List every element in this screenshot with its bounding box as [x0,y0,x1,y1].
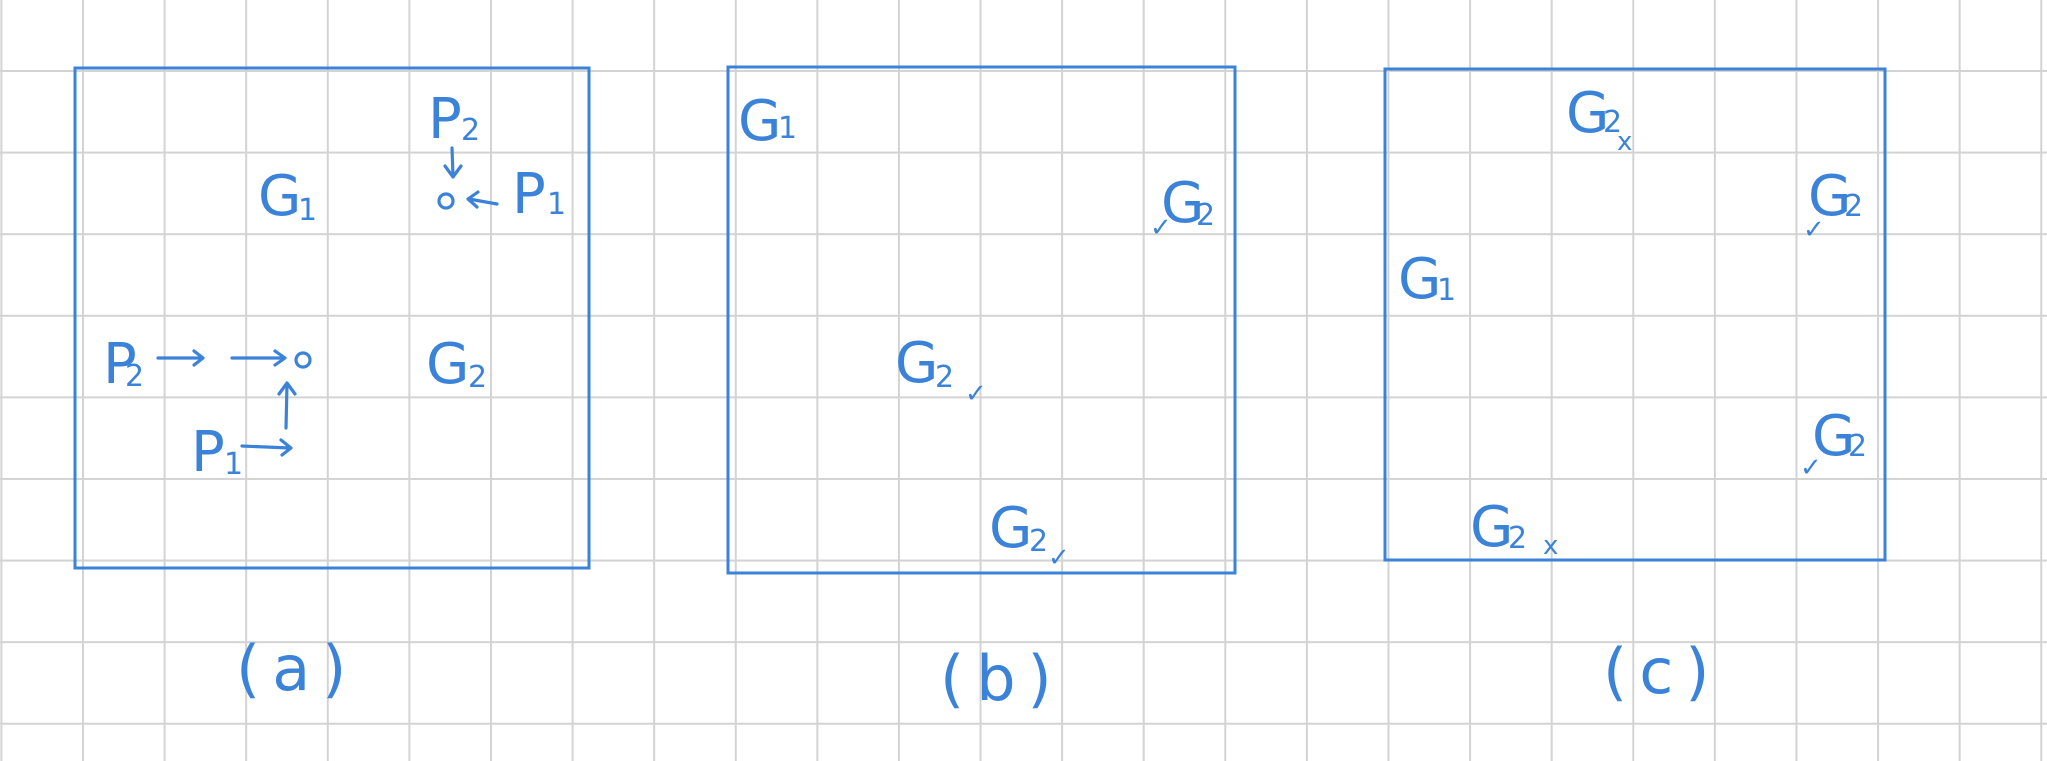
panel-a-p1-right-arrow [466,190,499,209]
panel-a-up-arrow [277,381,297,430]
panel-a-p2-left-label: P [103,332,137,397]
panel-a-g1-subscript: 1 [298,193,317,228]
panel-a-caption: (a) [236,632,358,705]
panel-c-g2-right-top-check: ✓ [1803,215,1825,245]
panel-b-g1-label: G [738,89,781,154]
panel-a-p2-left-arrow-2 [230,349,287,367]
panel-a-top-point [437,192,455,210]
panel-c-g1-subscript: 1 [1437,273,1456,308]
panel-b-g2-bottom-check: ✓ [1048,543,1070,573]
panel-a-p2-left-arrow-1 [156,349,205,367]
panel-a-left-point [294,351,312,369]
panel-c-g2-bottom-label: G [1470,495,1513,560]
panel-a-p2-top-arrow [443,146,463,179]
panel-b-g2-right-label: G [1161,171,1204,236]
panel-c-g2-right-top-subscript: 2 [1844,189,1863,224]
panel-b-frame [726,65,1237,575]
panel-c-g2-right-bottom-subscript: 2 [1848,429,1867,464]
panel-c-g2-top-subscript: 2 [1603,105,1622,140]
panel-a: G 1 P 2 P 1 P 2 P 1 G 2 (a) [73,66,591,705]
panel-b-g2-center-subscript: 2 [935,360,954,395]
panel-c-g2-top-label: G [1566,81,1609,146]
panel-c-frame [1383,67,1887,562]
panel-b-g2-bottom-subscript: 2 [1029,524,1048,559]
panel-b: G 1 G 2 ✓ G 2 ✓ G 2 ✓ (b) [726,65,1237,715]
panel-b-caption: (b) [940,642,1064,715]
panel-b-g2-right-check: ✓ [1150,213,1172,243]
panel-c-g1-label: G [1398,247,1441,312]
panel-a-g2-subscript: 2 [468,360,487,395]
panel-b-g2-center-label: G [895,331,938,396]
panel-b-g2-center-check: ✓ [965,379,987,409]
panel-a-g1-label: G [258,164,301,229]
panel-c-g2-bottom-subscript: 2 [1508,521,1527,556]
panel-b-g2-bottom-label: G [989,496,1032,561]
panel-c-g2-top-x: x [1617,127,1632,157]
panel-a-p2-top-subscript: 2 [461,113,480,148]
panel-c-g2-right-bottom-check: ✓ [1800,453,1822,483]
panel-b-g2-right-subscript: 2 [1196,198,1215,233]
panel-c-g2-right-bottom-label: G [1812,404,1855,469]
panel-c-caption: (c) [1603,635,1721,708]
panel-a-p1-right-label: P [512,162,546,227]
panel-a-g2-label: G [426,332,469,397]
panel-a-p1-right-subscript: 1 [547,187,566,222]
panel-c-g2-right-top-label: G [1808,164,1851,229]
panel-a-frame [73,66,591,570]
panel-a-p2-top-label: P [428,87,462,152]
panel-c-g2-bottom-x: x [1543,531,1558,561]
panel-a-p1-bottom-subscript: 1 [224,447,243,482]
panel-a-p1-bottom-arrow [240,438,293,457]
panel-a-p1-bottom-label: P [191,420,225,485]
panel-a-p2-left-subscript: 2 [125,359,144,394]
panel-b-g1-subscript: 1 [778,111,797,146]
panel-c: G 2 x G 2 ✓ G 1 G 2 ✓ G 2 x (c) [1383,67,1887,708]
